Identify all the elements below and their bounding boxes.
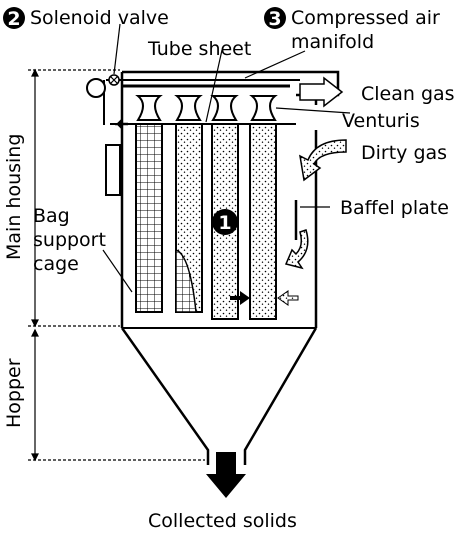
pulse-tank xyxy=(105,144,121,196)
marker-2-text: 2 xyxy=(7,8,20,30)
venturis-label: Venturis xyxy=(342,110,420,132)
bag-label-1: Bag xyxy=(33,205,70,227)
collected-solids-arrow xyxy=(206,452,246,498)
compressed-air-label-2: manifold xyxy=(291,31,374,53)
marker-1-text: 1 xyxy=(218,212,231,234)
hopper-outline xyxy=(120,327,318,465)
clean-gas-arrow xyxy=(299,76,344,108)
dirty-gas-arrow xyxy=(299,139,347,182)
leader-lines xyxy=(102,23,351,293)
baffel-plate-label: Baffel plate xyxy=(340,197,449,219)
flow-arrow-right xyxy=(230,291,250,305)
dirty-flow-arrow-left xyxy=(277,290,299,306)
bag-label-2: support xyxy=(33,229,106,251)
hopper-label: Hopper xyxy=(3,358,25,428)
bag-label-3: cage xyxy=(33,253,79,275)
baffel-deflect-arrow xyxy=(284,229,309,270)
pulse-arrow xyxy=(114,119,128,129)
solenoid-valve xyxy=(86,74,120,98)
collected-solids-label: Collected solids xyxy=(148,510,297,532)
main-housing-label: Main housing xyxy=(3,134,25,260)
solenoid-valve-label: Solenoid valve xyxy=(30,7,169,29)
marker-2: 2 xyxy=(3,7,25,30)
compressed-air-label-1: Compressed air xyxy=(291,7,440,29)
dirty-gas-label: Dirty gas xyxy=(361,142,447,164)
dimension-lines xyxy=(28,68,205,462)
filter-bags xyxy=(135,123,277,320)
clean-gas-label: Clean gas xyxy=(361,83,455,105)
filter-bag-4 xyxy=(249,123,277,320)
bag-support-cage xyxy=(135,123,163,313)
venturis xyxy=(135,95,278,121)
tube-sheet-label: Tube sheet xyxy=(147,38,251,60)
marker-3: 3 xyxy=(264,7,286,30)
marker-1: 1 xyxy=(212,209,238,235)
marker-3-text: 3 xyxy=(268,8,281,30)
